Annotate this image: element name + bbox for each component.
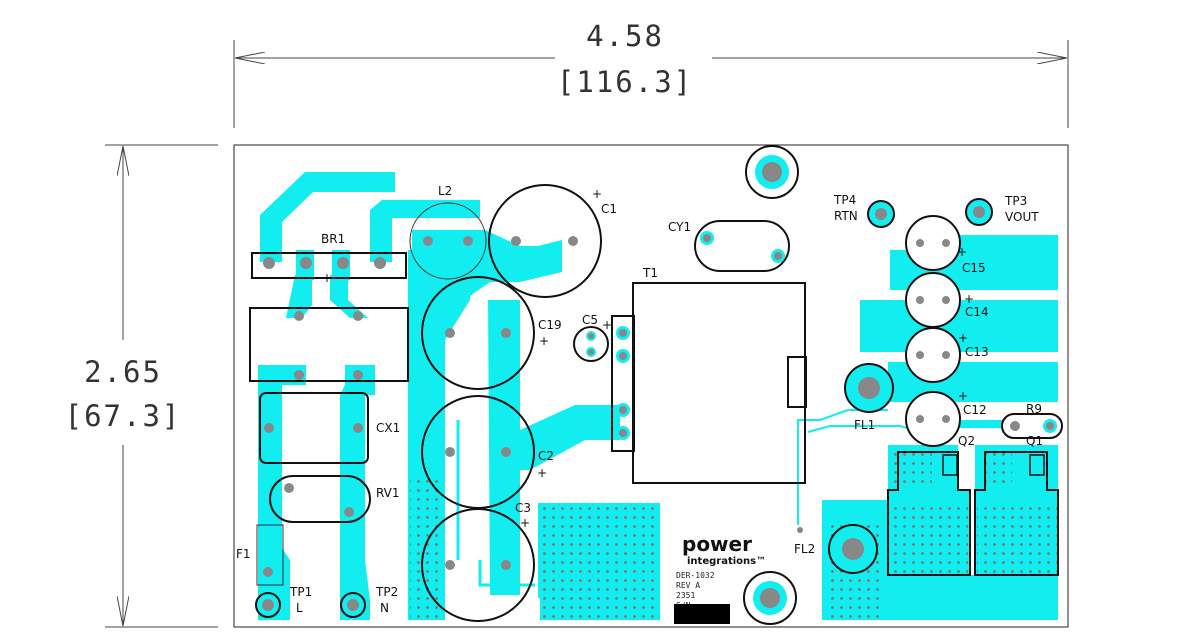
connector-header bbox=[611, 315, 635, 452]
cx1-capacitor: CX1 bbox=[259, 392, 400, 464]
label-fl1: FL1 bbox=[854, 418, 875, 432]
label-tp1: TP1 bbox=[289, 585, 312, 599]
c5-capacitor: C5 + bbox=[573, 313, 612, 362]
power-integrations-logo: power integrations™ bbox=[682, 532, 766, 567]
board-revision: REV A bbox=[676, 581, 700, 590]
c12-capacitor: + C12 bbox=[905, 389, 987, 447]
svg-text:+: + bbox=[520, 516, 530, 530]
fl2-hole: FL2 bbox=[794, 524, 878, 574]
c13-capacitor: + C13 bbox=[905, 327, 989, 383]
label-c3: C3 bbox=[515, 501, 531, 515]
label-c19: C19 bbox=[538, 318, 562, 332]
svg-text:+: + bbox=[964, 292, 974, 306]
label-tp3: TP3 bbox=[1004, 194, 1027, 208]
label-vout: VOUT bbox=[1005, 210, 1039, 224]
height-mm: [67.3] bbox=[65, 399, 182, 433]
label-c15: C15 bbox=[962, 261, 986, 275]
logo-integrations-text: integrations™ bbox=[687, 556, 766, 567]
height-inches: 2.65 bbox=[84, 355, 162, 389]
label-rv1: RV1 bbox=[376, 486, 400, 500]
tp2-test-point: TP2 N bbox=[340, 585, 398, 618]
mounting-hole-top bbox=[745, 145, 799, 199]
label-r9: R9 bbox=[1026, 402, 1042, 416]
board-date-code: 2351 bbox=[676, 591, 695, 600]
svg-text:+: + bbox=[539, 334, 549, 348]
c14-capacitor: + C14 bbox=[905, 272, 989, 328]
label-c13: C13 bbox=[965, 345, 989, 359]
width-dimension: 4.58 [116.3] bbox=[233, 19, 1069, 128]
svg-text:+: + bbox=[592, 187, 602, 201]
logo-power-text: power bbox=[682, 532, 752, 556]
svg-text:+: + bbox=[537, 466, 547, 480]
c19-capacitor: C19 + bbox=[421, 276, 562, 390]
label-cy1: CY1 bbox=[668, 220, 691, 234]
label-n: N bbox=[380, 601, 389, 615]
emi-filter-outline bbox=[249, 307, 409, 382]
svg-text:+: + bbox=[322, 271, 332, 285]
label-q2: Q2 bbox=[958, 434, 975, 448]
board-id: DER-1032 bbox=[676, 571, 715, 580]
q1-transistor: Q1 bbox=[974, 434, 1059, 576]
label-fl2: FL2 bbox=[794, 542, 815, 556]
label-l: L bbox=[296, 601, 303, 615]
serial-number-box bbox=[674, 604, 730, 624]
cy1-capacitor: CY1 bbox=[668, 220, 790, 272]
label-q1: Q1 bbox=[1026, 434, 1043, 448]
fl1-hole: FL1 bbox=[844, 363, 894, 432]
label-cx1: CX1 bbox=[376, 421, 400, 435]
mounting-hole-bottom bbox=[743, 571, 797, 625]
label-tp4: TP4 bbox=[833, 193, 856, 207]
height-dimension: 2.65 [67.3] bbox=[65, 144, 218, 628]
rv1-varistor: RV1 bbox=[269, 475, 400, 523]
label-l2: L2 bbox=[438, 184, 452, 198]
c3-capacitor: C3 + bbox=[421, 501, 535, 622]
label-c5: C5 bbox=[582, 313, 598, 327]
svg-text:+: + bbox=[602, 318, 612, 332]
label-tp2: TP2 bbox=[375, 585, 398, 599]
svg-text:+: + bbox=[957, 245, 967, 259]
width-mm: [116.3] bbox=[557, 65, 693, 99]
label-br1: BR1 bbox=[321, 232, 345, 246]
board-info-block: DER-1032 REV A 2351 S/N bbox=[674, 571, 730, 624]
tp4-test-point: TP4 RTN bbox=[833, 193, 895, 228]
t1-transformer: T1 bbox=[632, 266, 807, 484]
tp1-test-point: TP1 L bbox=[255, 585, 312, 618]
label-f1: F1 bbox=[236, 547, 251, 561]
svg-text:+: + bbox=[958, 331, 968, 345]
br1-bridge-rectifier: BR1 + bbox=[251, 232, 407, 285]
label-c2: C2 bbox=[538, 449, 554, 463]
label-t1: T1 bbox=[642, 266, 658, 280]
c1-capacitor: + C1 bbox=[488, 184, 617, 298]
label-c14: C14 bbox=[965, 305, 989, 319]
label-rtn: RTN bbox=[834, 209, 858, 223]
q2-transistor: Q2 bbox=[887, 434, 975, 576]
svg-text:+: + bbox=[958, 389, 968, 403]
label-c1: C1 bbox=[601, 202, 617, 216]
tp3-test-point: TP3 VOUT bbox=[965, 194, 1039, 226]
f1-fuse: F1 bbox=[236, 524, 284, 586]
l2-inductor: L2 bbox=[409, 184, 487, 280]
r9-resistor: R9 bbox=[1001, 402, 1063, 439]
label-c12: C12 bbox=[963, 403, 987, 417]
c15-capacitor: + C15 bbox=[905, 215, 986, 275]
width-inches: 4.58 bbox=[586, 19, 664, 53]
